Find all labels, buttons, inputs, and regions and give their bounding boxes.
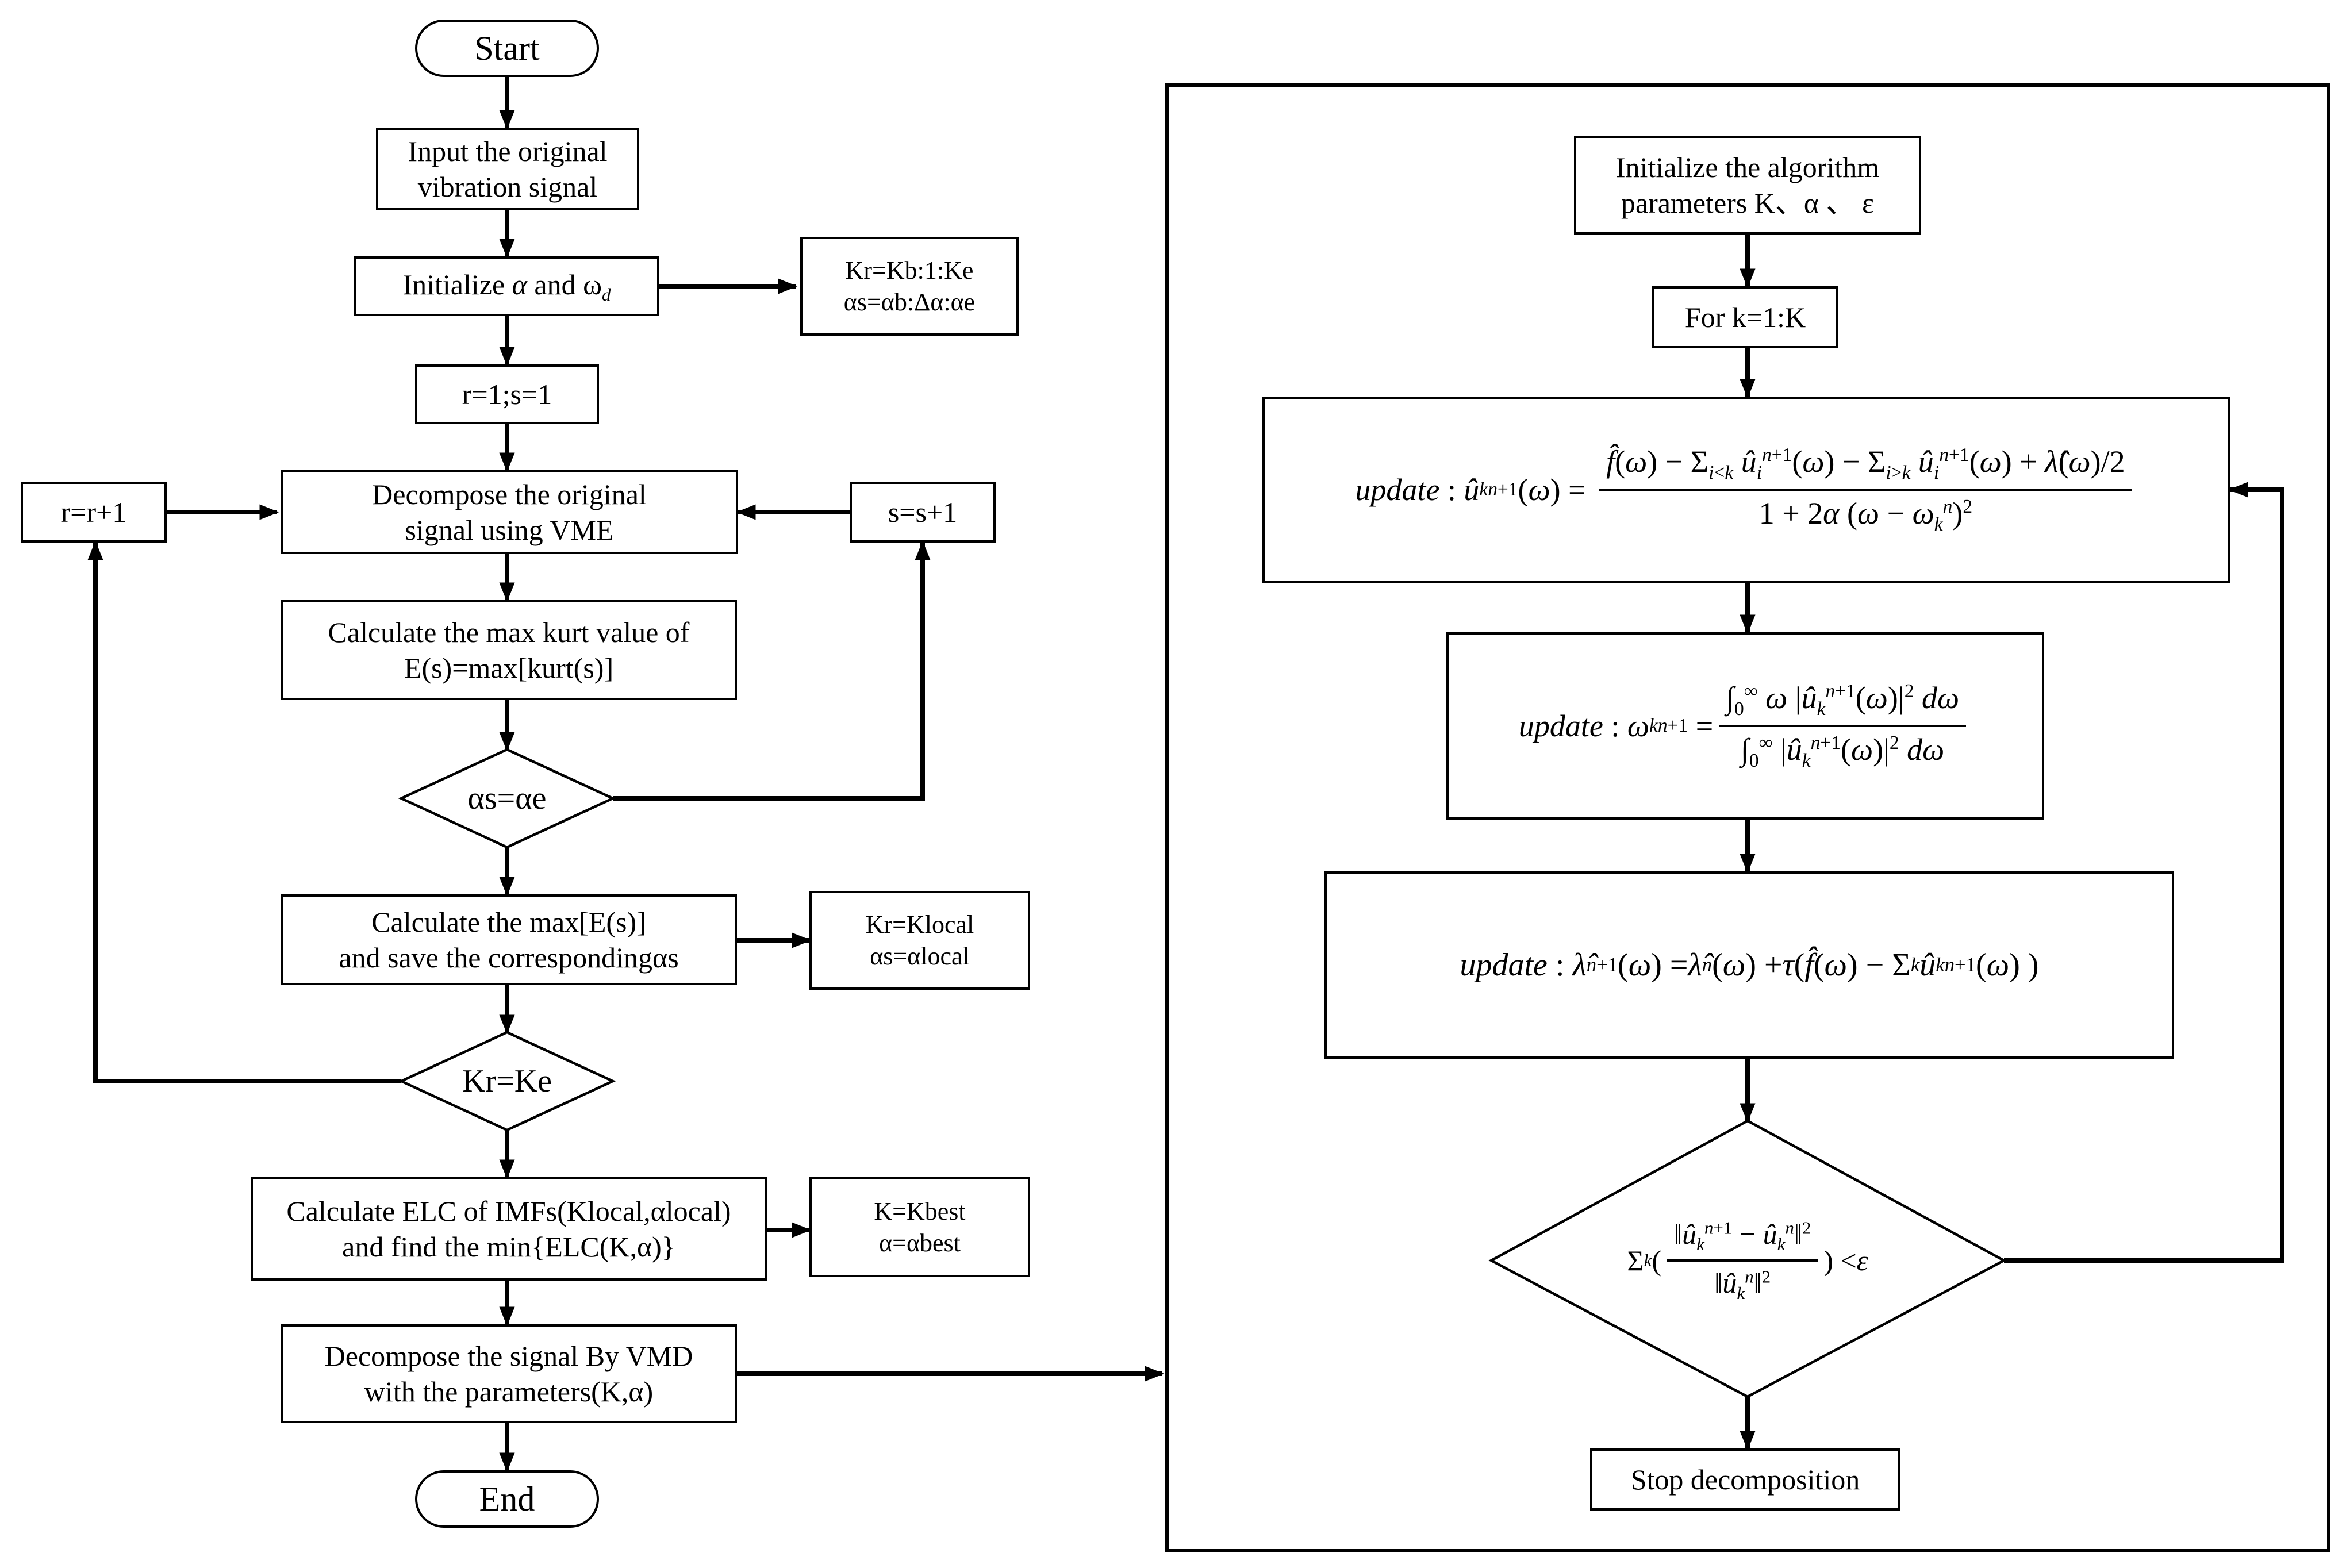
for-k-label: For k=1:K — [1684, 301, 1806, 333]
r-increment-label: r=r+1 — [60, 495, 127, 528]
update-lambda-formula: update : λ̂n+1(ω) = λ̂n(ω) + τ( f̂(ω) − … — [1460, 947, 2039, 983]
elc-line1: Calculate ELC of IMFs(Klocal,αlocal) — [286, 1194, 731, 1227]
arrow-cond-alpha-to-s-inc — [613, 540, 931, 801]
init-omega-symbol: ω — [583, 268, 602, 301]
r-increment-box: r=r+1 — [21, 482, 167, 543]
start-terminal: Start — [415, 20, 599, 77]
update-omega-fraction: ∫0∞ ω |ûkn+1(ω)|2 dω ∫0∞ |ûkn+1(ω)|2 dω — [1719, 680, 1967, 772]
input-line2: vibration signal — [417, 171, 598, 203]
kurt-line2: E(s)=max[kurt(s)] — [404, 652, 614, 684]
range-k: Kr=Kb:1:Ke — [845, 256, 974, 285]
end-terminal: End — [415, 1470, 599, 1528]
for-k-box: For k=1:K — [1652, 286, 1838, 348]
init-alpha-omega-label: Initialize α and ωd — [402, 267, 611, 306]
local-params-box: Kr=Klocal αs=αlocal — [809, 891, 1030, 990]
init-params-line2: parameters K、α 、 ε — [1621, 187, 1875, 219]
local-alpha: αs=αlocal — [870, 942, 970, 970]
vmd-box: Decompose the signal By VMD with the par… — [281, 1324, 737, 1423]
decision-convergence-diamond — [1488, 1119, 2007, 1398]
elc-box: Calculate ELC of IMFs(Klocal,αlocal) and… — [251, 1177, 767, 1281]
kurt-box: Calculate the max kurt value of E(s)=max… — [281, 600, 737, 700]
decompose-vme-line1: Decompose the original — [372, 478, 647, 510]
init-and: and — [527, 268, 583, 301]
iteration-panel — [1165, 83, 2330, 1552]
vmd-line1: Decompose the signal By VMD — [324, 1339, 693, 1372]
best-alpha: α=αbest — [879, 1229, 961, 1257]
stop-label: Stop decomposition — [1630, 1463, 1860, 1496]
arrow-cond-k-to-r-inc — [87, 540, 401, 1083]
decompose-vme-box: Decompose the original signal using VME — [281, 470, 738, 554]
arrow-stop-cond-loop — [2004, 482, 2284, 1263]
input-line1: Input the original — [408, 134, 608, 167]
update-u-fraction: f̂(ω) − Σi<k ûin+1(ω) − Σi>k ûin+1(ω) + … — [1599, 444, 2132, 536]
range-alpha: αs=αb:Δα:αe — [843, 288, 976, 316]
kurt-line1: Calculate the max kurt value of — [328, 616, 690, 648]
init-prefix: Initialize — [402, 268, 512, 301]
elc-line2: and find the min{ELC(K,α)} — [342, 1231, 675, 1263]
update-lambda-box — [1324, 871, 2174, 1059]
rs-init-label: r=1;s=1 — [462, 378, 552, 410]
decompose-vme-line2: signal using VME — [405, 514, 614, 546]
range-box: Kr=Kb:1:Ke αs=αb:Δα:αe — [800, 237, 1019, 336]
stop-decomposition-box: Stop decomposition — [1590, 1448, 1900, 1511]
best-params-box: K=Kbest α=αbest — [809, 1177, 1030, 1277]
s-increment-box: s=s+1 — [850, 482, 996, 543]
decision-alpha-label: αs=αe — [467, 781, 547, 816]
vmd-line2: with the parameters(K,α) — [364, 1375, 654, 1408]
end-label: End — [479, 1479, 535, 1518]
init-omega-sub: d — [602, 284, 611, 305]
stop-condition-fraction: ‖ûkn+1 − ûkn‖2 ‖ûkn‖2 — [1667, 1217, 1818, 1304]
init-alpha-symbol: α — [512, 268, 527, 301]
max-e-line2: and save the correspondingαs — [339, 941, 679, 974]
init-params-line1: Initialize the algorithm — [1615, 151, 1880, 183]
input-signal-box: Input the original vibration signal — [376, 128, 639, 210]
s-increment-label: s=s+1 — [888, 495, 958, 528]
decision-k-label: Kr=Ke — [462, 1063, 552, 1099]
rs-init-box: r=1;s=1 — [415, 364, 599, 424]
local-k: Kr=Klocal — [865, 910, 974, 939]
decision-alpha-diamond — [398, 748, 616, 849]
init-alpha-omega-box: Initialize α and ωd — [354, 256, 659, 316]
init-params-box: Initialize the algorithm parameters K、α … — [1574, 136, 1921, 235]
decision-k-diamond — [398, 1031, 616, 1132]
best-k: K=Kbest — [874, 1197, 966, 1225]
start-label: Start — [474, 29, 540, 67]
max-e-line1: Calculate the max[E(s)] — [371, 905, 646, 938]
max-e-box: Calculate the max[E(s)] and save the cor… — [281, 894, 737, 985]
